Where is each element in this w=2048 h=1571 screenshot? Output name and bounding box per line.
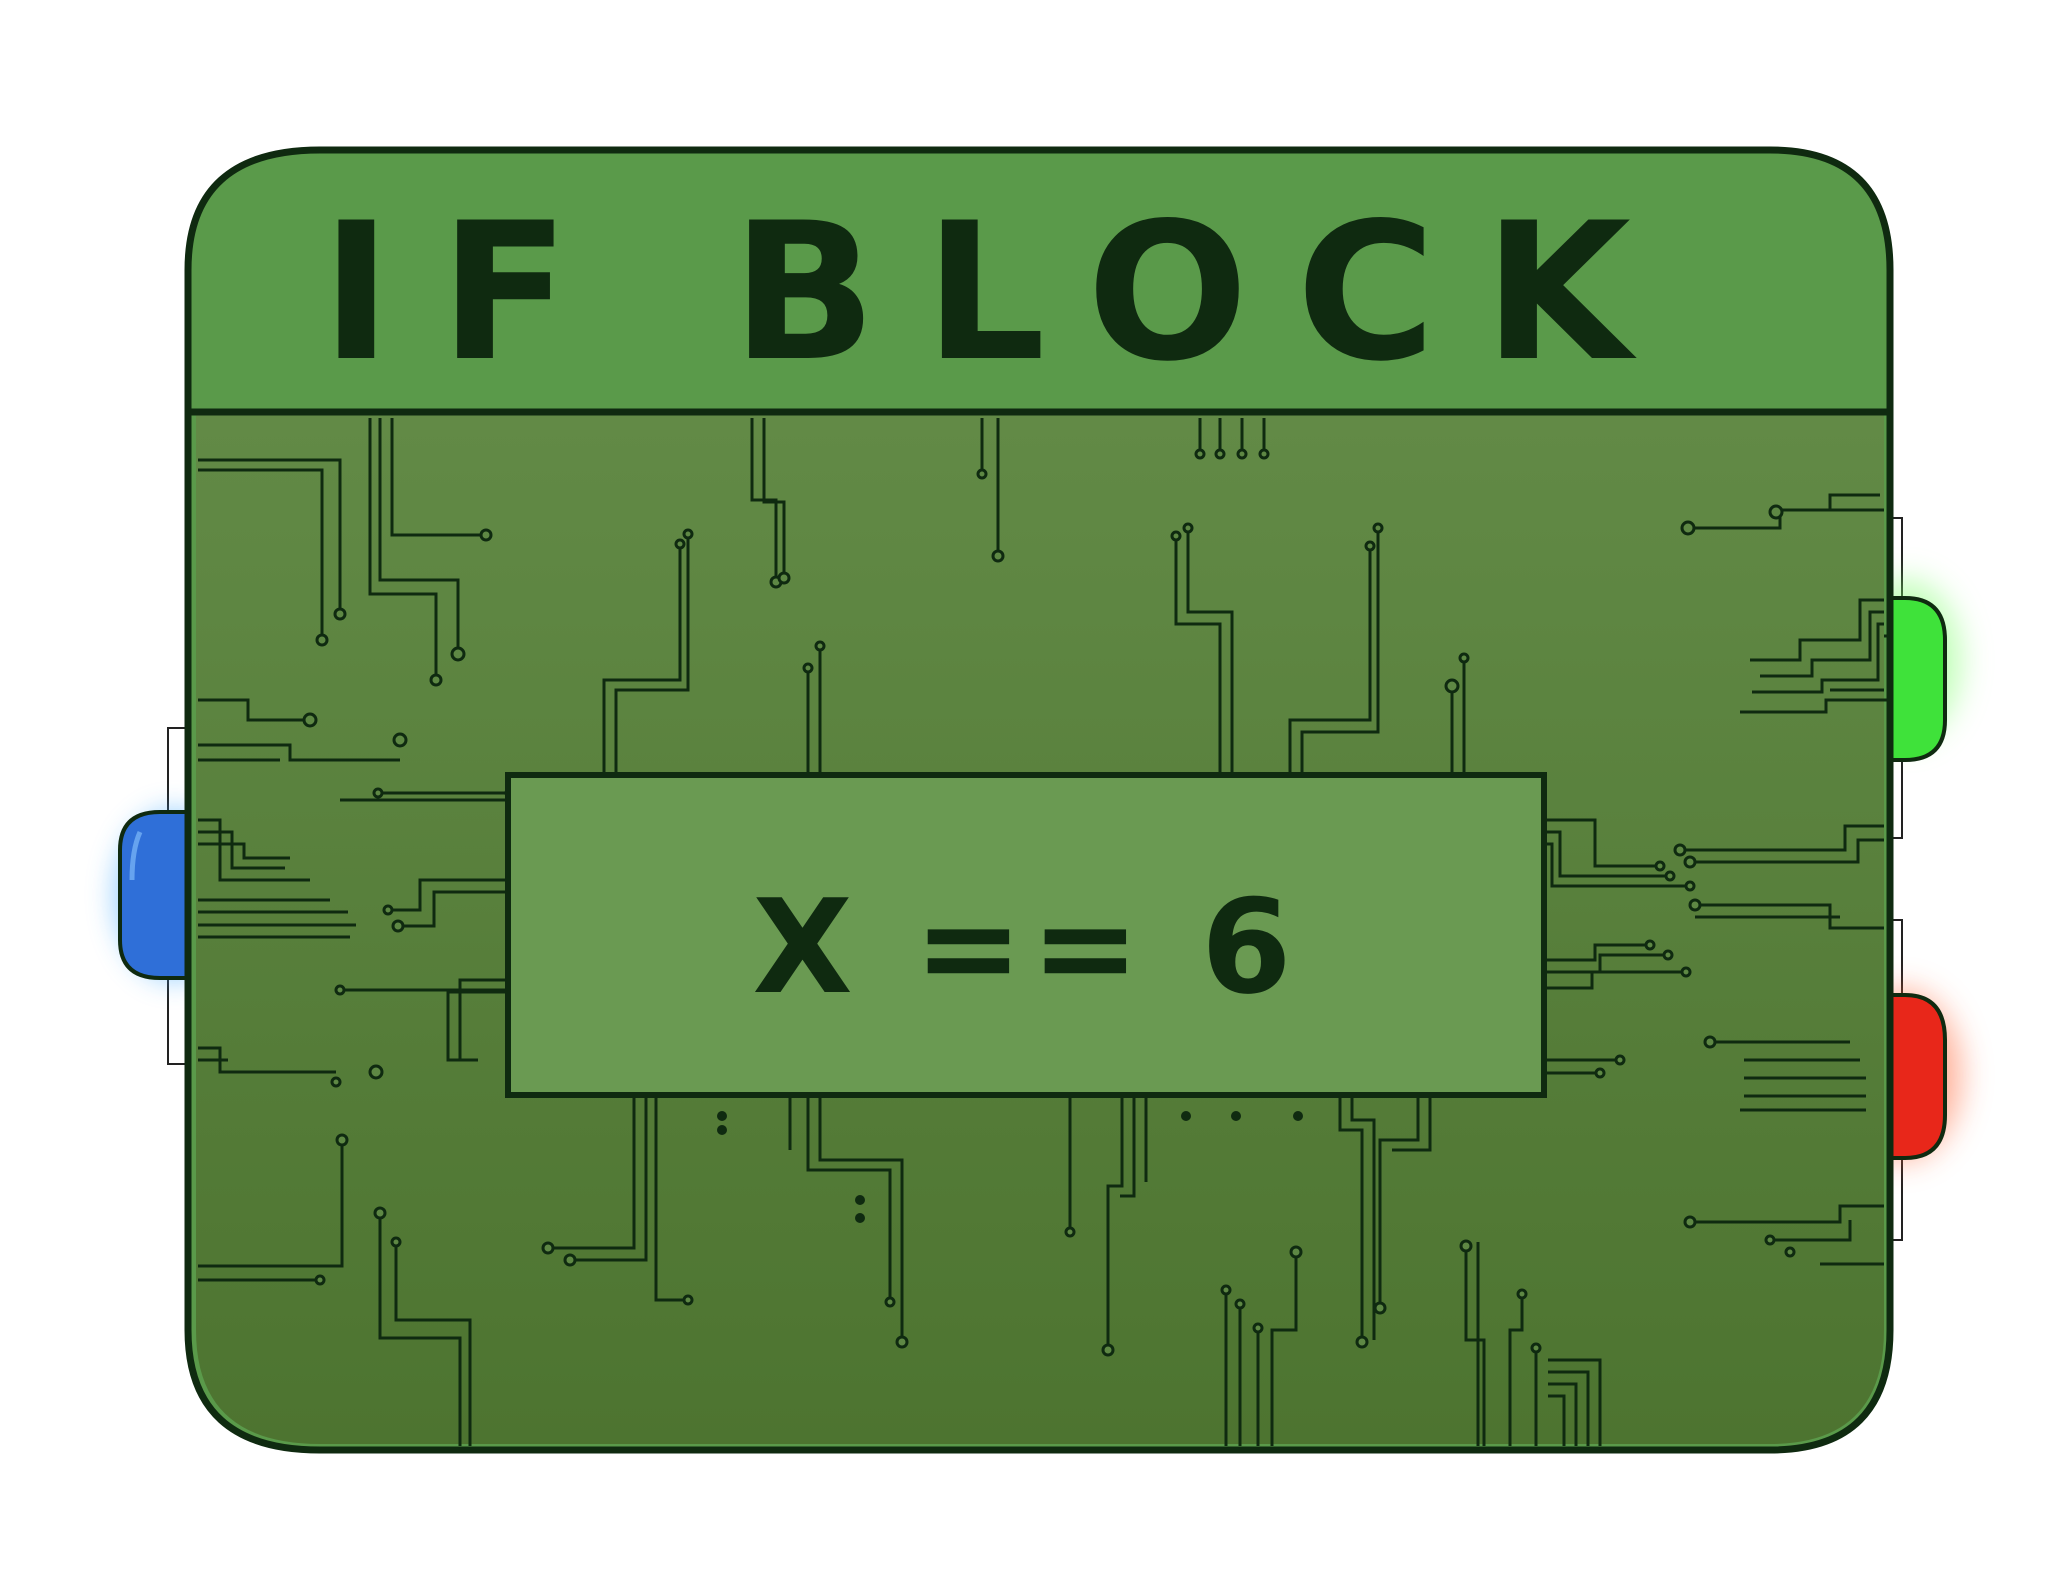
circuit-traces: [198, 418, 1890, 1446]
block-title: IF BLOCK: [321, 182, 1679, 403]
circuit-vias: [302, 448, 1796, 1357]
condition-chip[interactable]: X == 6: [505, 772, 1547, 1098]
condition-text: X == 6: [752, 871, 1299, 1023]
solder-dots: [717, 1111, 1303, 1223]
